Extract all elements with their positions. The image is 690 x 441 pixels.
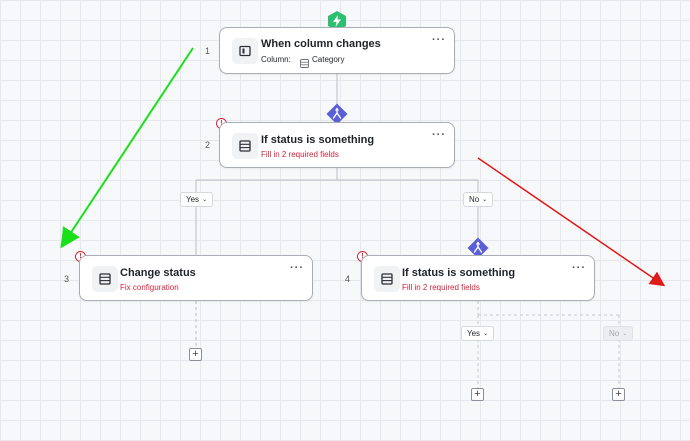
more-options-icon[interactable]: ···: [432, 34, 446, 46]
chevron-down-icon: ⌄: [483, 331, 489, 337]
condition-node-if-status-nested[interactable]: If status is something Fill in 2 require…: [361, 255, 595, 301]
error-message: Fix configuration: [120, 283, 179, 292]
branch-icon: [467, 237, 489, 259]
add-step-button[interactable]: +: [471, 388, 484, 401]
chevron-down-icon: ⌄: [202, 197, 208, 203]
branch-label: No: [609, 329, 620, 338]
node-title: If status is something: [402, 267, 516, 279]
branch-label: Yes: [186, 195, 200, 204]
table-icon: [232, 133, 258, 159]
step-number: 2: [205, 140, 211, 150]
trigger-badge: [326, 10, 348, 32]
condition-node-if-status[interactable]: If status is something Fill in 2 require…: [219, 122, 455, 168]
action-node-change-status[interactable]: Change status Fix configuration ···: [79, 255, 313, 301]
table-icon: [374, 266, 400, 292]
chevron-down-icon: ⌄: [482, 197, 488, 203]
step-number: 4: [345, 274, 351, 284]
more-options-icon[interactable]: ···: [432, 129, 446, 141]
condition-badge: [326, 103, 348, 125]
branch-no-dropdown[interactable]: No ⌄: [463, 192, 494, 207]
chevron-down-icon: ⌄: [622, 331, 628, 337]
add-step-button[interactable]: +: [612, 388, 625, 401]
column-icon: [232, 38, 258, 64]
more-options-icon[interactable]: ···: [290, 262, 304, 274]
step-number: 1: [205, 46, 211, 56]
lightning-icon: [328, 11, 346, 31]
annotation-arrow-green: [60, 47, 194, 249]
column-value: Category: [312, 55, 345, 64]
more-options-icon[interactable]: ···: [572, 262, 586, 274]
node-title: If status is something: [261, 134, 375, 146]
table-small-icon: [300, 55, 309, 73]
column-label: Column:: [261, 55, 291, 64]
branch-yes-dropdown[interactable]: Yes ⌄: [461, 326, 495, 341]
node-title: When column changes: [261, 38, 381, 50]
node-title: Change status: [120, 267, 196, 279]
table-icon: [92, 266, 118, 292]
branch-yes-dropdown[interactable]: Yes ⌄: [180, 192, 214, 207]
error-message: Fill in 2 required fields: [261, 150, 339, 159]
step-number: 3: [64, 274, 70, 284]
branch-no-dropdown-disabled[interactable]: No ⌄: [603, 326, 634, 341]
branch-label: Yes: [467, 329, 481, 338]
branch-icon: [326, 103, 348, 125]
trigger-node-when-column-changes[interactable]: When column changes Column: Category ···: [219, 27, 455, 74]
branch-label: No: [469, 195, 480, 204]
condition-badge: [467, 237, 489, 259]
add-step-button[interactable]: +: [189, 348, 202, 361]
error-message: Fill in 2 required fields: [402, 283, 480, 292]
